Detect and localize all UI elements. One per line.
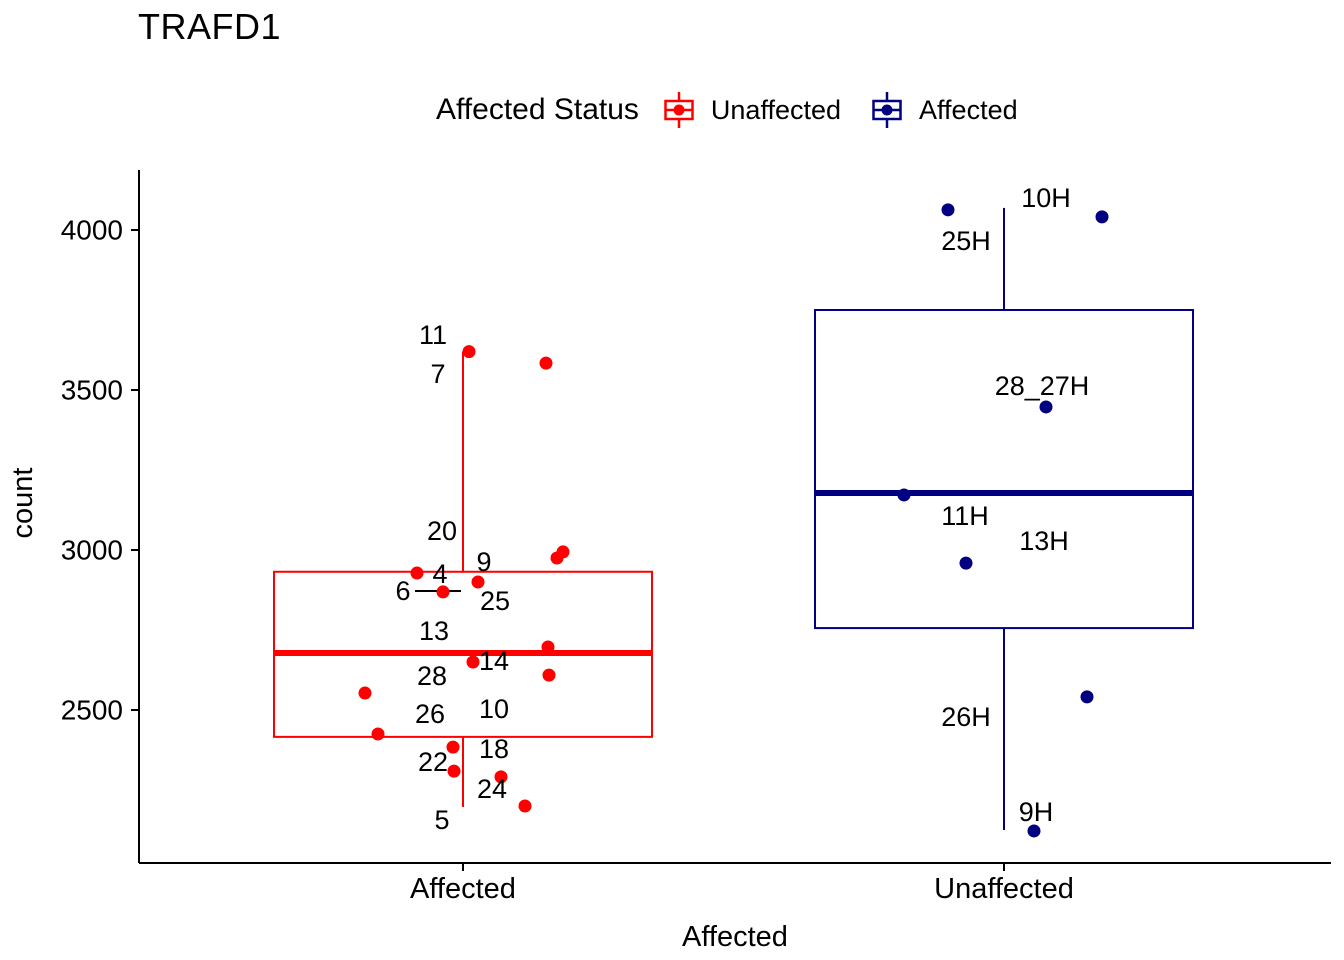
data-point xyxy=(494,770,508,784)
point-label: 11H xyxy=(941,501,989,531)
y-tick-label: 3000 xyxy=(61,535,123,566)
data-point xyxy=(541,640,555,654)
data-point xyxy=(1039,400,1053,414)
legend-item-affected: Affected xyxy=(871,91,1018,129)
data-point xyxy=(959,556,973,570)
data-point xyxy=(436,585,450,599)
data-point xyxy=(1095,210,1109,224)
point-label: 11 xyxy=(419,320,447,350)
point-label: 25H xyxy=(941,226,991,256)
point-label: 9H xyxy=(1019,797,1054,827)
point-label: 28_27H xyxy=(995,371,1090,401)
point-label: 4 xyxy=(432,559,447,589)
data-point xyxy=(462,345,476,359)
y-axis-title: count xyxy=(7,468,39,539)
point-label: 6 xyxy=(395,576,410,606)
data-point xyxy=(466,655,480,669)
data-point xyxy=(1027,824,1041,838)
boxplot-key-red-icon xyxy=(664,92,694,128)
box-unaffected xyxy=(814,309,1194,630)
x-axis-title: Affected xyxy=(682,921,788,953)
y-tick-label: 3500 xyxy=(61,375,123,406)
data-point xyxy=(941,203,955,217)
point-label: 10H xyxy=(1021,183,1071,213)
legend-label-unaffected: Unaffected xyxy=(710,94,842,125)
legend-label-affected: Affected xyxy=(919,94,1018,125)
point-label: 9 xyxy=(476,547,491,577)
point-label: 7 xyxy=(430,359,445,389)
legend: Affected Status Unaffected Affected xyxy=(436,86,1048,134)
legend-title: Affected Status xyxy=(436,93,639,126)
point-label: 5 xyxy=(434,805,449,835)
point-label: 14 xyxy=(479,646,509,676)
data-point xyxy=(539,356,553,370)
data-point xyxy=(471,575,485,589)
data-point xyxy=(447,764,461,778)
x-tick-label: Unaffected xyxy=(934,873,1074,905)
point-label: 13H xyxy=(1019,526,1069,556)
data-point xyxy=(550,551,564,565)
y-tick-label: 2500 xyxy=(61,695,123,726)
point-label: 22 xyxy=(418,747,448,777)
data-point xyxy=(358,686,372,700)
data-point xyxy=(446,740,460,754)
point-label: 28 xyxy=(417,661,447,691)
y-tick-label: 4000 xyxy=(61,215,123,246)
point-label: 26H xyxy=(941,702,991,732)
data-point xyxy=(410,566,424,580)
data-point xyxy=(518,799,532,813)
data-point xyxy=(1080,690,1094,704)
data-point xyxy=(897,488,911,502)
point-label: 20 xyxy=(427,516,457,546)
chart-title: TRAFD1 xyxy=(138,6,282,47)
point-label: 13 xyxy=(419,616,449,646)
data-point xyxy=(371,727,385,741)
point-label: 18 xyxy=(479,734,509,764)
point-label: 26 xyxy=(415,699,445,729)
point-label: 10 xyxy=(479,694,509,724)
point-label: 24 xyxy=(477,774,507,804)
point-label: 25 xyxy=(480,586,510,616)
legend-item-unaffected: Unaffected xyxy=(663,91,841,129)
x-tick-label: Affected xyxy=(410,873,516,905)
boxplot-key-navy-icon xyxy=(872,92,902,128)
data-point xyxy=(542,668,556,682)
